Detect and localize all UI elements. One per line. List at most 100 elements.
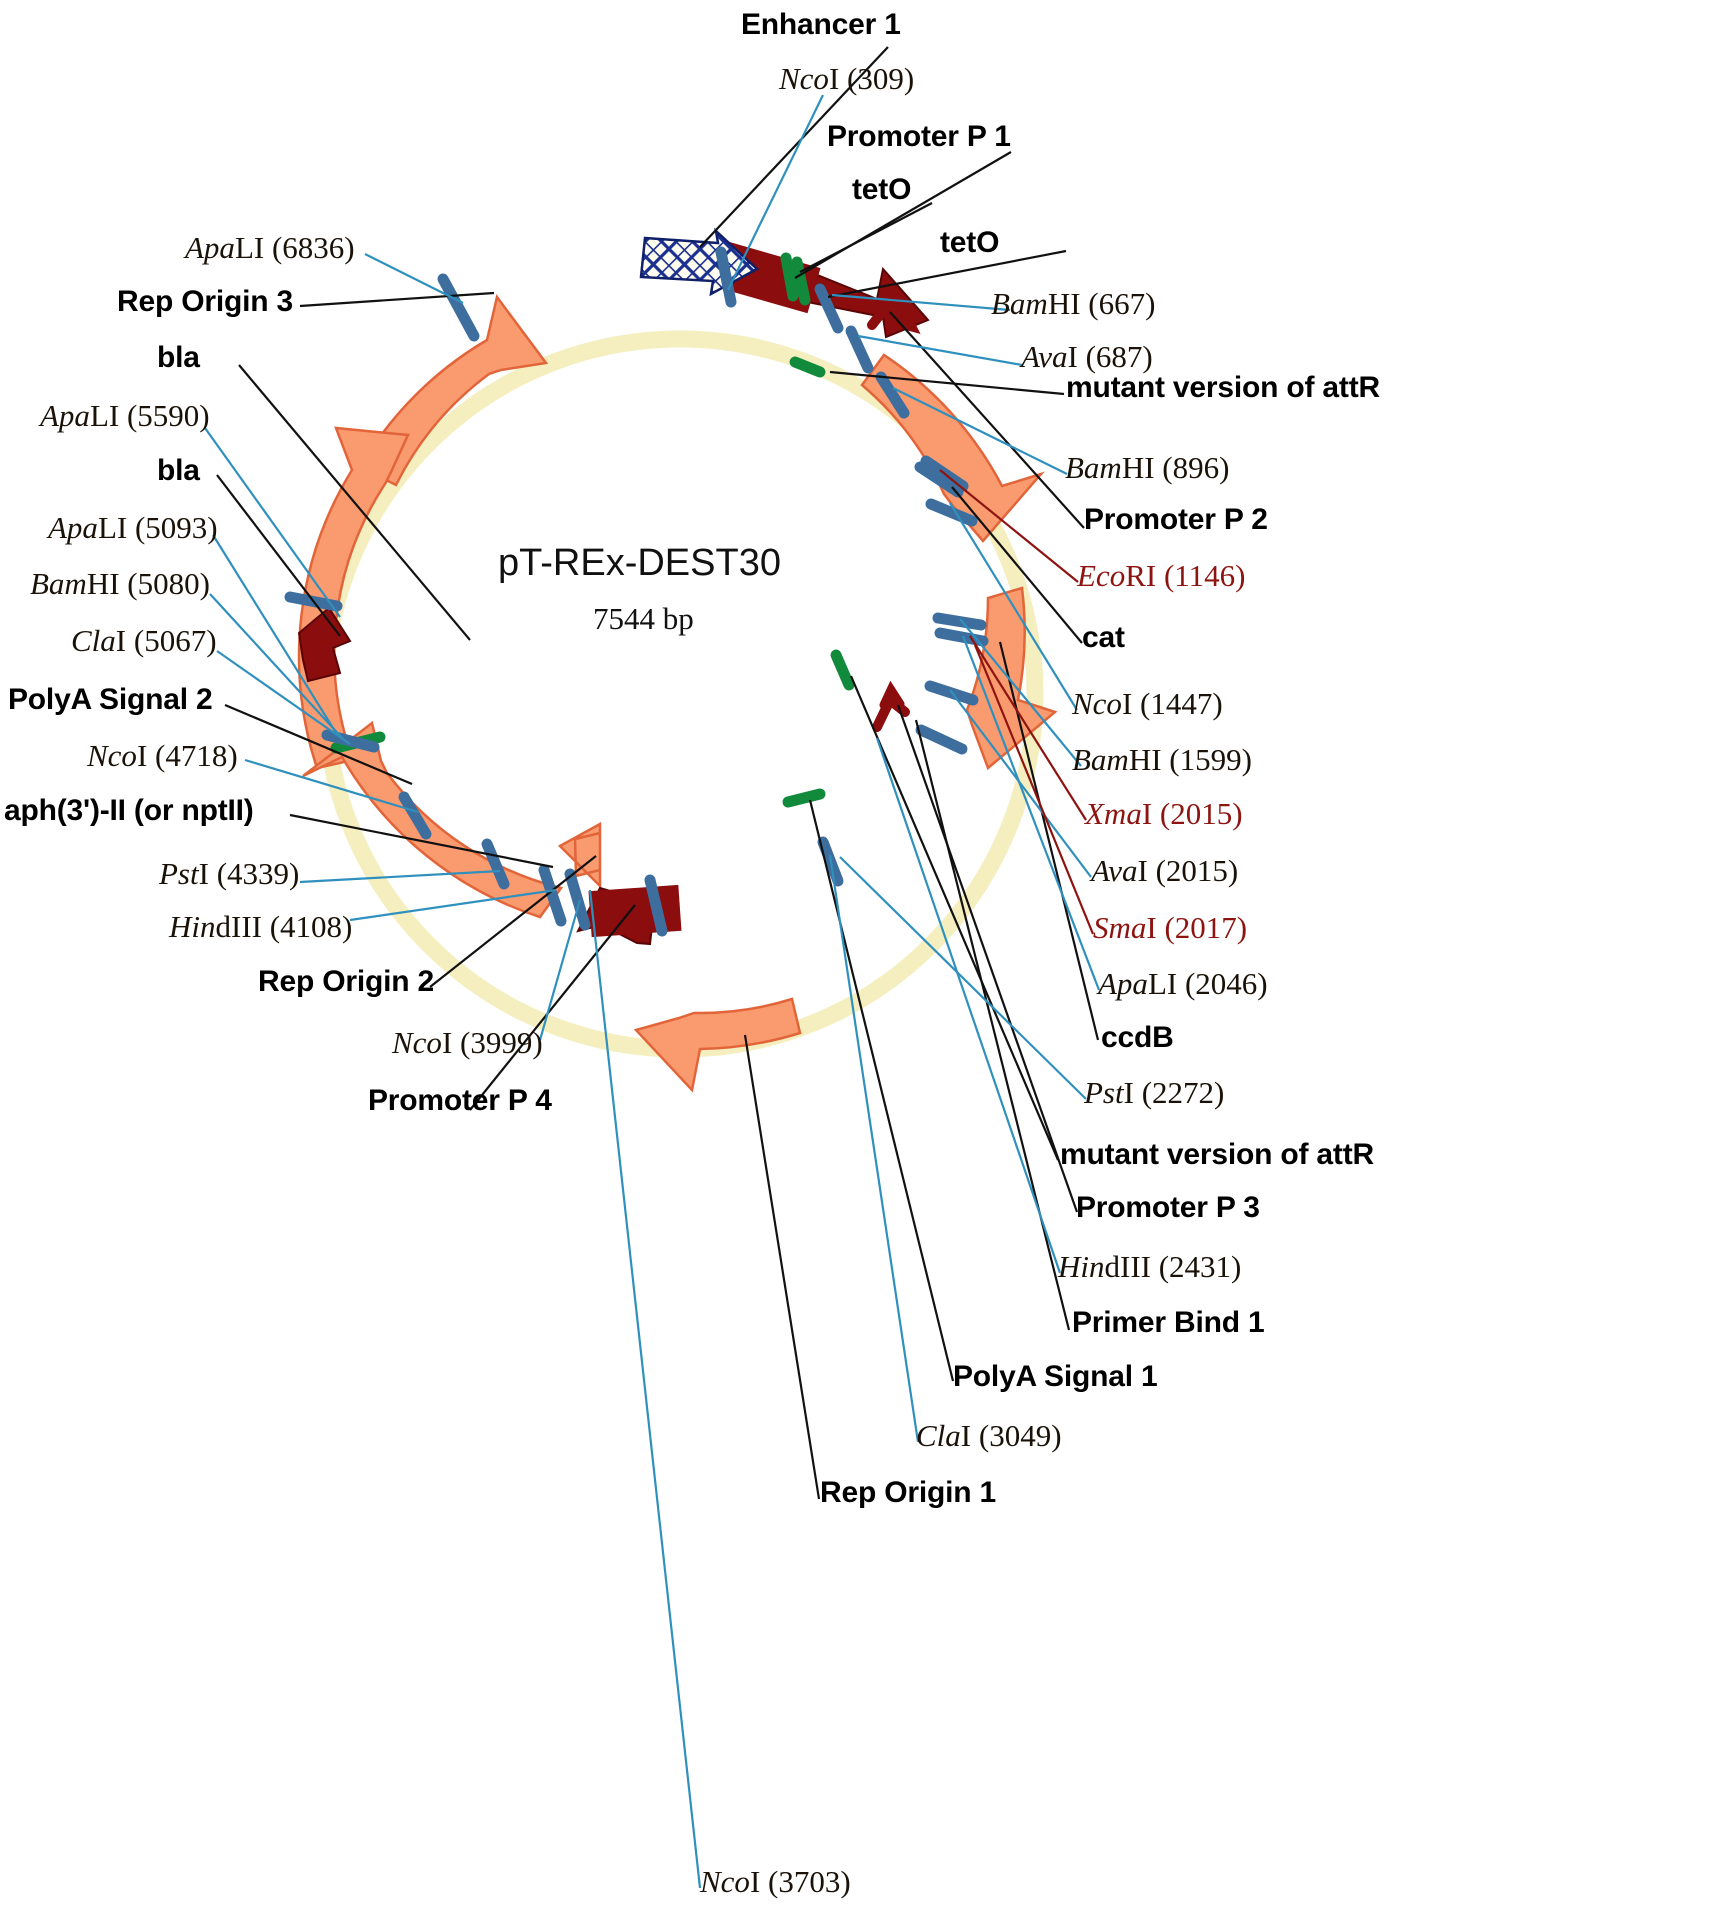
promoter-p4-body	[588, 884, 682, 938]
site-label-nco-3703[interactable]: NcoI (3703)	[700, 1866, 851, 1897]
feature-label-primer-bind-1[interactable]: Primer Bind 1	[1072, 1306, 1265, 1339]
plasmid-size: 7544 bp	[593, 601, 694, 636]
tick-apa-6836	[437, 273, 480, 342]
feature-label-attr-2[interactable]: mutant version of attR	[1060, 1138, 1374, 1171]
feature-label-promoter-p2[interactable]: Promoter P 2	[1084, 503, 1268, 536]
leader-attr-1	[829, 370, 1065, 396]
site-label-hin-2431[interactable]: HindIII (2431)	[1058, 1251, 1241, 1282]
site-position-pst-4339: I (4339)	[198, 856, 300, 891]
feature-label-rep-origin-2[interactable]: Rep Origin 2	[258, 965, 434, 998]
tick-ava-687	[845, 325, 874, 374]
feature-label-promoter-p4[interactable]: Promoter P 4	[368, 1084, 552, 1117]
tick-hin-4108	[321, 729, 380, 753]
site-enzyme-nco-1447: Nco	[1072, 686, 1122, 721]
site-label-bam-896[interactable]: BamHI (896)	[1065, 452, 1229, 483]
feature-label-polya-signal-2[interactable]: PolyA Signal 2	[8, 683, 213, 716]
bla-dark-arrow	[297, 606, 352, 683]
site-label-pst-4339[interactable]: PstI (4339)	[159, 858, 299, 889]
site-label-apa-2046[interactable]: ApaLI (2046)	[1098, 968, 1268, 999]
gene-arrow-rep-origin-1	[633, 997, 802, 1093]
site-label-bam-1599[interactable]: BamHI (1599)	[1072, 744, 1252, 775]
feature-label-enhancer-1[interactable]: Enhancer 1	[741, 8, 901, 41]
feature-label-promoter-p3[interactable]: Promoter P 3	[1076, 1191, 1260, 1224]
feature-label-ccdb[interactable]: ccdB	[1101, 1021, 1174, 1054]
site-label-bam-5080[interactable]: BamHI (5080)	[30, 568, 210, 599]
site-label-apa-5590[interactable]: ApaLI (5590)	[40, 400, 210, 431]
site-position-sma-2017: I (2017)	[1146, 910, 1248, 945]
feature-label-bla-2[interactable]: bla	[157, 454, 200, 487]
site-label-bam-667[interactable]: BamHI (667)	[991, 288, 1155, 319]
site-label-cla-3049[interactable]: ClaI (3049)	[916, 1420, 1062, 1451]
site-label-nco-309[interactable]: NcoI (309)	[779, 63, 914, 94]
site-enzyme-hin-4108: Hin	[169, 909, 216, 944]
leader-rep-origin-3	[299, 291, 495, 308]
site-enzyme-cla-5067: Cla	[71, 623, 116, 658]
leader-bam-667	[831, 293, 1011, 312]
site-position-bam-5080: HI (5080)	[86, 566, 210, 601]
site-label-nco-4718[interactable]: NcoI (4718)	[87, 740, 238, 771]
plasmid-name: pT-REx-DEST30	[498, 542, 781, 584]
leader-apa-2046	[961, 635, 1101, 991]
site-label-cla-5067[interactable]: ClaI (5067)	[71, 625, 217, 656]
teto-marker-2	[791, 256, 811, 306]
feature-label-cat[interactable]: cat	[1082, 621, 1125, 654]
site-position-nco-3999: I (3999)	[441, 1025, 543, 1060]
feature-label-teto-2[interactable]: tetO	[940, 226, 1000, 259]
leader-teto-1	[799, 202, 933, 273]
feature-label-bla-1[interactable]: bla	[157, 341, 200, 374]
site-position-hin-2431: dIII (2431)	[1104, 1249, 1242, 1284]
leader-hin-2431	[875, 737, 1062, 1274]
site-enzyme-nco-309: Nco	[779, 61, 829, 96]
site-position-ava-687: I (687)	[1067, 339, 1153, 374]
site-label-pst-2272[interactable]: PstI (2272)	[1084, 1077, 1224, 1108]
site-position-xma-2015: I (2015)	[1141, 796, 1243, 831]
tick-bam-896	[875, 371, 910, 419]
gene-arrow-cat	[860, 353, 1045, 543]
site-label-ava-687[interactable]: AvaI (687)	[1021, 341, 1153, 372]
site-label-nco-3999[interactable]: NcoI (3999)	[392, 1027, 543, 1058]
site-enzyme-apa-6836: Apa	[185, 230, 235, 265]
leader-xma-2015	[969, 635, 1087, 821]
tick-sma-2017	[915, 724, 968, 755]
leader-aph	[289, 813, 554, 869]
site-label-ava-2015[interactable]: AvaI (2015)	[1091, 855, 1238, 886]
feature-label-teto-1[interactable]: tetO	[852, 173, 912, 206]
tick-cla-3049	[564, 868, 591, 931]
site-enzyme-nco-3703: Nco	[700, 1864, 750, 1899]
promoter-p3-bent-arrow-head	[879, 680, 905, 710]
leader-primer-bind-1	[914, 719, 1071, 1331]
green-marker-group	[330, 252, 855, 808]
leader-pst-2272	[839, 856, 1087, 1100]
site-enzyme-bam-896: Bam	[1065, 450, 1122, 485]
leader-sma-2017	[973, 644, 1095, 935]
site-enzyme-sma-2017: Sma	[1093, 910, 1147, 945]
feature-label-polya-signal-1[interactable]: PolyA Signal 1	[953, 1360, 1158, 1393]
site-position-nco-4718: I (4718)	[136, 738, 238, 773]
leader-polya-1	[808, 799, 955, 1382]
tick-nco-1447	[925, 498, 978, 527]
site-label-apa-6836[interactable]: ApaLI (6836)	[185, 232, 355, 263]
site-position-nco-3703: I (3703)	[749, 1864, 851, 1899]
site-label-sma-2017[interactable]: SmaI (2017)	[1093, 912, 1247, 943]
feature-label-promoter-p1[interactable]: Promoter P 1	[827, 120, 1011, 153]
feature-label-aph[interactable]: aph(3')-II (or nptII)	[4, 794, 254, 827]
feature-label-attr-1[interactable]: mutant version of attR	[1066, 371, 1380, 404]
leader-apa-5590	[204, 427, 341, 618]
site-enzyme-bam-5080: Bam	[30, 566, 87, 601]
site-enzyme-pst-4339: Pst	[159, 856, 199, 891]
site-label-xma-2015[interactable]: XmaI (2015)	[1085, 798, 1243, 829]
leader-enhancer-1	[699, 46, 889, 248]
leader-ava-687	[857, 334, 1023, 367]
leader-hin-4108	[349, 888, 557, 922]
feature-label-rep-origin-1[interactable]: Rep Origin 1	[820, 1476, 996, 1509]
tick-bam-667	[814, 283, 844, 334]
site-enzyme-ava-687: Ava	[1021, 339, 1068, 374]
tick-bam-1599	[932, 612, 987, 631]
site-label-apa-5093[interactable]: ApaLI (5093)	[48, 512, 218, 543]
site-label-hin-4108[interactable]: HindIII (4108)	[169, 911, 352, 942]
feature-label-rep-origin-3[interactable]: Rep Origin 3	[117, 285, 293, 318]
site-label-eco-1146[interactable]: EcoRI (1146)	[1077, 560, 1245, 591]
site-enzyme-eco-1146: Eco	[1077, 558, 1126, 593]
site-label-nco-1447[interactable]: NcoI (1447)	[1072, 688, 1223, 719]
